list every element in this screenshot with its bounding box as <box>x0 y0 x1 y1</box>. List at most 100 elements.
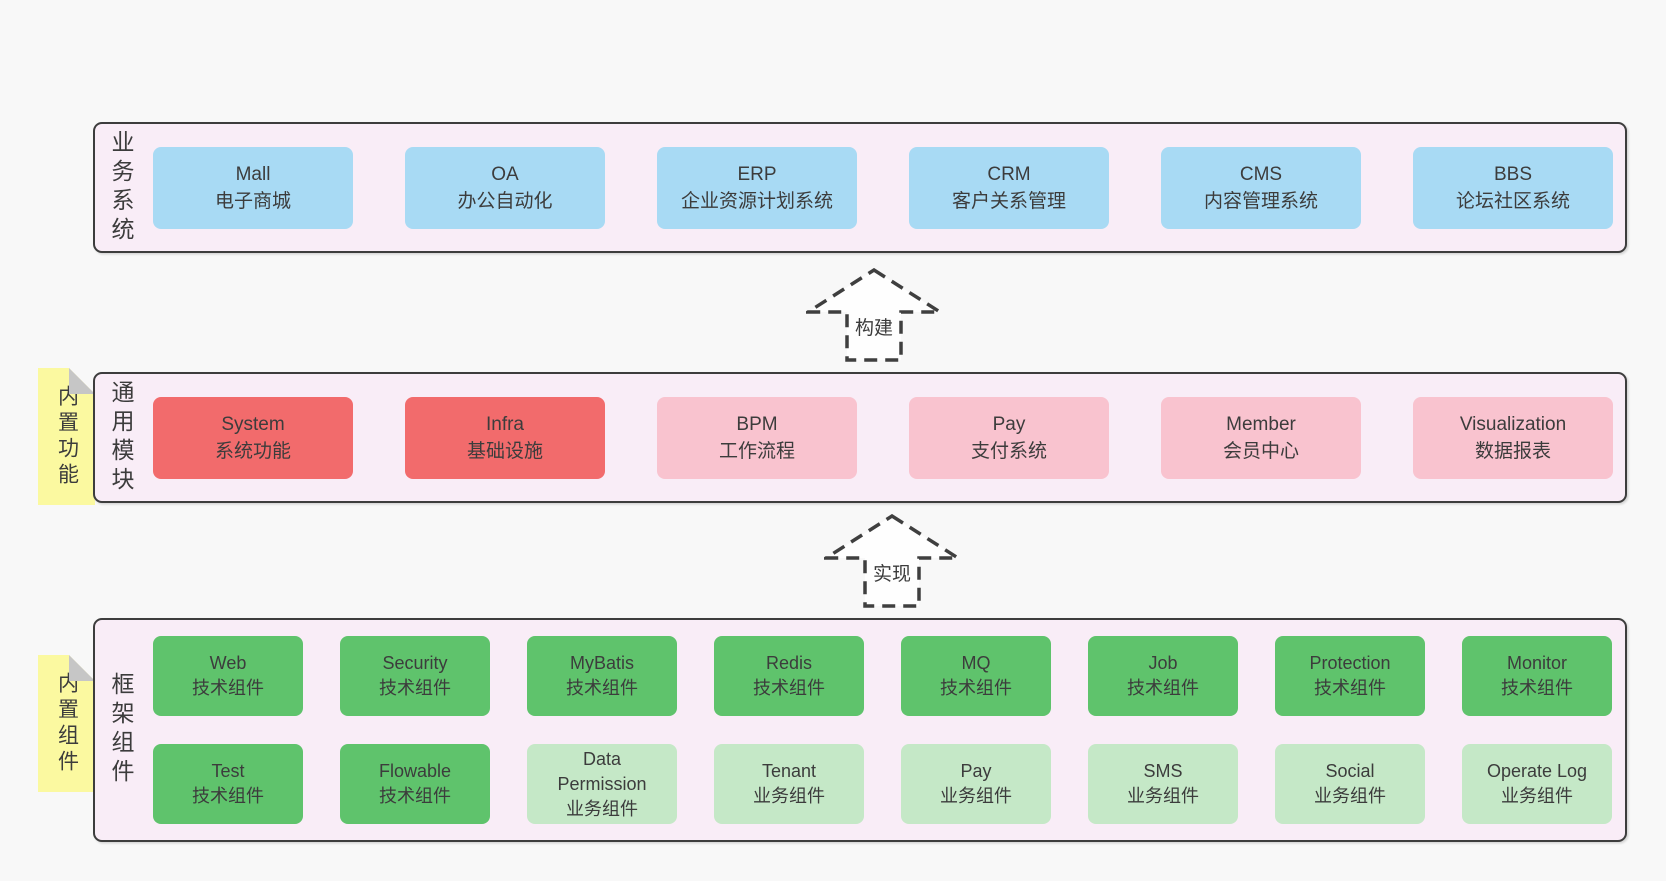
box-name: Pay <box>960 761 992 781</box>
box-name: System <box>221 414 285 435</box>
box-desc: 技术组件 <box>1501 678 1573 698</box>
box-desc: 技术组件 <box>940 678 1012 698</box>
box-cms: CMS 内容管理系统 <box>1161 147 1361 229</box>
box-mybatis: MyBatis 技术组件 <box>527 636 677 716</box>
box-crm: CRM 客户关系管理 <box>909 147 1109 229</box>
framework-components-row-2: Test 技术组件 Flowable 技术组件 Data Permission … <box>153 744 1612 824</box>
box-name: CMS <box>1239 164 1283 185</box>
box-name: BPM <box>736 414 778 435</box>
box-desc: 技术组件 <box>192 786 264 806</box>
box-name: Redis <box>765 653 813 673</box>
box-name: BBS <box>1493 164 1533 185</box>
box-sms: SMS 业务组件 <box>1088 744 1238 824</box>
box-name: ERP <box>737 164 777 185</box>
box-erp: ERP 企业资源计划系统 <box>657 147 857 229</box>
box-desc: 业务组件 <box>1127 786 1199 806</box>
box-data-permission: Data Permission 业务组件 <box>527 744 677 824</box>
box-desc: 办公自动化 <box>457 191 553 212</box>
box-name: Pay <box>992 414 1026 435</box>
box-visualization: Visualization 数据报表 <box>1413 397 1613 479</box>
box-desc: 论坛社区系统 <box>1455 191 1570 212</box>
box-bbs: BBS 论坛社区系统 <box>1413 147 1613 229</box>
box-infra: Infra 基础设施 <box>405 397 605 479</box>
box-pay-module: Pay 支付系统 <box>909 397 1109 479</box>
box-desc: 技术组件 <box>379 678 451 698</box>
box-name: Social <box>1325 761 1375 781</box>
box-desc: 数据报表 <box>1474 441 1551 462</box>
common-modules-panel: 通用模块 System 系统功能 Infra 基础设施 BPM 工作流程 Pay… <box>93 372 1627 503</box>
common-modules-label: 通用模块 <box>108 379 134 496</box>
box-desc: 业务组件 <box>753 786 825 806</box>
box-redis: Redis 技术组件 <box>714 636 864 716</box>
builtin-components-sticky-label: 内置组件 <box>55 671 79 776</box>
box-bpm: BPM 工作流程 <box>657 397 857 479</box>
box-name: Web <box>209 653 247 673</box>
framework-components-row-1: Web 技术组件 Security 技术组件 MyBatis 技术组件 Redi… <box>153 636 1612 716</box>
box-desc: 客户关系管理 <box>951 191 1066 212</box>
box-desc: 技术组件 <box>566 678 638 698</box>
box-desc: 内容管理系统 <box>1203 191 1318 212</box>
box-flowable: Flowable 技术组件 <box>340 744 490 824</box>
box-mall: Mall 电子商城 <box>153 147 353 229</box>
box-name: MyBatis <box>569 653 634 673</box>
box-member: Member 会员中心 <box>1161 397 1361 479</box>
box-desc: 会员中心 <box>1222 441 1299 462</box>
box-web: Web 技术组件 <box>153 636 303 716</box>
box-operate-log: Operate Log 业务组件 <box>1462 744 1612 824</box>
box-social: Social 业务组件 <box>1275 744 1425 824</box>
box-desc: 业务组件 <box>566 798 638 819</box>
box-name: MQ <box>961 653 991 673</box>
box-desc: 业务组件 <box>1314 786 1386 806</box>
box-name: Security <box>382 653 448 673</box>
framework-components-panel: 框架组件 Web 技术组件 Security 技术组件 MyBatis 技术组件… <box>93 618 1627 842</box>
box-name: Test <box>211 761 245 781</box>
box-name: Protection <box>1309 653 1391 673</box>
box-name: Job <box>1148 653 1178 673</box>
implement-arrow-label: 实现 <box>870 559 914 586</box>
box-name: Monitor <box>1506 653 1568 673</box>
box-protection: Protection 技术组件 <box>1275 636 1425 716</box>
box-pay-component: Pay 业务组件 <box>901 744 1051 824</box>
business-systems-label: 业务系统 <box>108 129 134 246</box>
box-name: Operate Log <box>1486 761 1588 781</box>
box-name: OA <box>491 164 519 185</box>
box-name: Flowable <box>378 761 452 781</box>
build-arrow-label: 构建 <box>852 313 896 340</box>
box-desc: 企业资源计划系统 <box>680 191 833 212</box>
box-system: System 系统功能 <box>153 397 353 479</box>
box-monitor: Monitor 技术组件 <box>1462 636 1612 716</box>
framework-components-label: 框架组件 <box>108 672 134 788</box>
box-job: Job 技术组件 <box>1088 636 1238 716</box>
box-test: Test 技术组件 <box>153 744 303 824</box>
box-desc: 电子商城 <box>214 191 291 212</box>
box-desc: 工作流程 <box>718 441 795 462</box>
box-desc: 技术组件 <box>379 786 451 806</box>
box-desc: 系统功能 <box>214 441 291 462</box>
box-oa: OA 办公自动化 <box>405 147 605 229</box>
business-systems-row: Mall 电子商城 OA 办公自动化 ERP 企业资源计划系统 CRM 客户关系… <box>153 147 1613 229</box>
box-name: Tenant <box>761 761 817 781</box>
builtin-components-sticky: 内置组件 <box>38 655 95 792</box>
box-name: Visualization <box>1459 414 1567 435</box>
common-modules-row: System 系统功能 Infra 基础设施 BPM 工作流程 Pay 支付系统… <box>153 397 1613 479</box>
box-desc: 支付系统 <box>970 441 1047 462</box>
build-arrow: 构建 <box>806 268 942 362</box>
box-tenant: Tenant 业务组件 <box>714 744 864 824</box>
box-name: Member <box>1226 414 1296 435</box>
box-desc: 业务组件 <box>940 786 1012 806</box>
box-desc: 技术组件 <box>753 678 825 698</box>
box-security: Security 技术组件 <box>340 636 490 716</box>
box-desc: 技术组件 <box>1127 678 1199 698</box>
box-desc: 业务组件 <box>1501 786 1573 806</box>
box-name: Mall <box>235 164 271 185</box>
box-name: Infra <box>485 414 525 435</box>
builtin-features-sticky-label: 内置功能 <box>55 384 79 489</box>
box-name: Data Permission <box>557 748 647 794</box>
box-desc: 技术组件 <box>192 678 264 698</box>
implement-arrow: 实现 <box>824 514 960 608</box>
business-systems-panel: 业务系统 Mall 电子商城 OA 办公自动化 ERP 企业资源计划系统 CRM… <box>93 122 1627 253</box>
box-mq: MQ 技术组件 <box>901 636 1051 716</box>
box-name: SMS <box>1143 761 1183 781</box>
builtin-features-sticky: 内置功能 <box>38 368 95 505</box>
